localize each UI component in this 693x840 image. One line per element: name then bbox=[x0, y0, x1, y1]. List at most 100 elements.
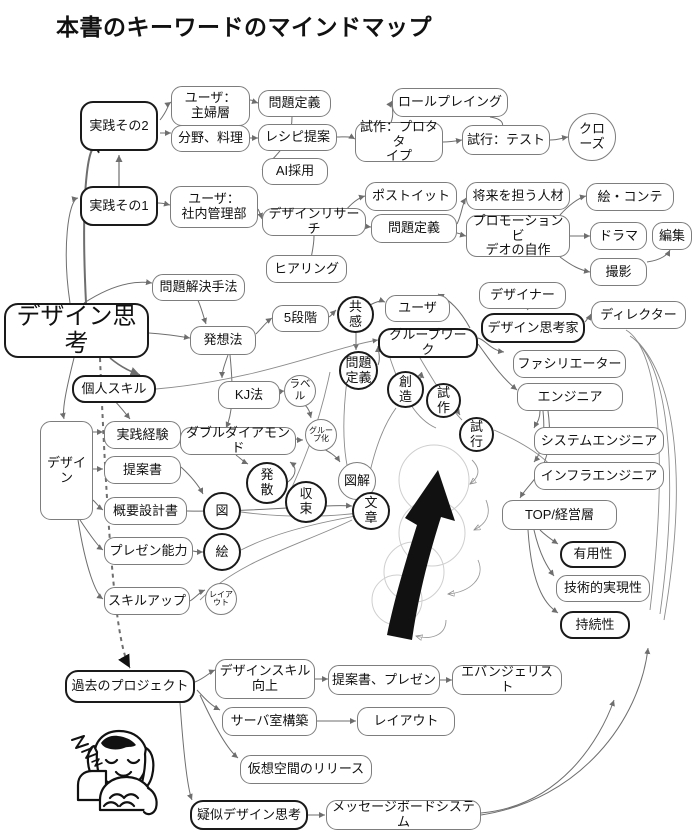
node-exp[interactable]: 実践経験 bbox=[104, 421, 181, 449]
node-five_stage[interactable]: 5段階 bbox=[272, 305, 329, 332]
node-label: 図解 bbox=[343, 472, 370, 488]
node-facilitator[interactable]: ファシリエーター bbox=[513, 350, 626, 378]
node-grouping[interactable]: グルー プ化 bbox=[305, 419, 337, 451]
node-useful[interactable]: 有用性 bbox=[560, 541, 626, 568]
node-bunsho[interactable]: 文 章 bbox=[352, 492, 390, 530]
node-edit[interactable]: 編集 bbox=[652, 222, 692, 250]
node-prop_pres[interactable]: 提案書、プレゼン bbox=[328, 665, 440, 695]
node-label: グループワーク bbox=[389, 327, 467, 357]
node-test[interactable]: 試行：テスト bbox=[462, 125, 550, 155]
node-ai[interactable]: AI採用 bbox=[262, 158, 328, 185]
node-label: 絵・コンテ bbox=[597, 188, 663, 204]
node-practice1[interactable]: 実践その1 bbox=[80, 186, 158, 226]
page-title: 本書のキーワードのマインドマップ bbox=[56, 14, 432, 40]
node-practice2[interactable]: 実践その2 bbox=[80, 101, 158, 151]
node-prob_def_c[interactable]: 問題 定義 bbox=[339, 351, 378, 390]
node-user_house[interactable]: ユーザ： 主婦層 bbox=[171, 86, 250, 126]
node-label: 図 bbox=[215, 502, 229, 518]
node-engineer[interactable]: エンジニア bbox=[517, 383, 623, 411]
node-label: 有用性 bbox=[573, 546, 613, 562]
node-close[interactable]: クロ ーズ bbox=[568, 113, 616, 161]
node-design_grp[interactable]: デザイン bbox=[40, 421, 93, 520]
node-label: ユーザ： 社内管理部 bbox=[181, 191, 247, 221]
node-label: 実践その1 bbox=[89, 197, 149, 213]
node-hearing[interactable]: ヒアリング bbox=[266, 255, 347, 283]
node-promo[interactable]: プロモーションビ デオの自作 bbox=[466, 213, 570, 257]
node-skillup[interactable]: スキルアップ bbox=[104, 587, 190, 615]
node-zu[interactable]: 図 bbox=[203, 492, 241, 530]
node-prob_def_a[interactable]: 問題定義 bbox=[258, 90, 331, 117]
node-label: 将来を担う人材 bbox=[472, 187, 564, 203]
node-kj[interactable]: KJ法 bbox=[218, 381, 280, 409]
node-infra_eng[interactable]: インフラエンジニア bbox=[534, 462, 664, 490]
node-designer[interactable]: デザイナー bbox=[479, 282, 566, 309]
node-dskill_up[interactable]: デザインスキル 向上 bbox=[215, 659, 315, 699]
node-label: ドラマ bbox=[598, 227, 638, 243]
node-drama[interactable]: ドラマ bbox=[590, 222, 647, 250]
node-label: ダブルダイアモンド bbox=[185, 425, 290, 455]
node-label: ユーザ： 主婦層 bbox=[184, 90, 237, 120]
node-label: 試作：プロタタ イプ bbox=[359, 119, 438, 164]
node-field_cook[interactable]: 分野、料理 bbox=[171, 125, 250, 152]
node-spec[interactable]: 概要設計書 bbox=[104, 497, 187, 525]
node-e[interactable]: 絵 bbox=[203, 533, 241, 571]
node-conte[interactable]: 絵・コンテ bbox=[586, 183, 674, 211]
node-dthinker[interactable]: デザイン思考家 bbox=[481, 313, 585, 343]
node-virtual[interactable]: 仮想空間のリリース bbox=[240, 755, 372, 784]
node-shooting[interactable]: 撮影 bbox=[590, 258, 647, 286]
node-empathy[interactable]: 共 感 bbox=[337, 296, 374, 333]
node-root[interactable]: デザイン思考 bbox=[4, 303, 149, 358]
node-label: 試 作 bbox=[436, 384, 450, 415]
node-dresearch[interactable]: デザインリサーチ bbox=[262, 206, 366, 236]
node-past_proj[interactable]: 過去のプロジェクト bbox=[65, 670, 195, 703]
node-prob_solve[interactable]: 問題解決手法 bbox=[152, 274, 245, 301]
node-label: 問題定義 bbox=[268, 95, 321, 111]
node-sustain[interactable]: 持続性 bbox=[560, 611, 630, 639]
node-layout_c[interactable]: レイア ウト bbox=[205, 583, 237, 615]
node-prototype[interactable]: 試作：プロタタ イプ bbox=[355, 119, 443, 164]
node-dbl_diamond[interactable]: ダブルダイアモンド bbox=[180, 425, 296, 455]
node-pseudo_dt[interactable]: 疑似デザイン思考 bbox=[190, 800, 308, 830]
node-prob_def_b[interactable]: 問題定義 bbox=[371, 214, 457, 243]
node-layout_n[interactable]: レイアウト bbox=[357, 707, 455, 736]
node-evangelist[interactable]: エバンジェリスト bbox=[452, 665, 562, 695]
node-label: サーバ室構築 bbox=[230, 713, 309, 729]
node-director[interactable]: ディレクター bbox=[591, 301, 686, 329]
node-diverge[interactable]: 発 散 bbox=[246, 462, 288, 504]
node-label: ファシリエーター bbox=[517, 355, 622, 371]
node-converge[interactable]: 収 束 bbox=[285, 481, 327, 523]
node-proposal[interactable]: 提案書 bbox=[104, 456, 181, 484]
node-roleplay[interactable]: ロールプレイング bbox=[392, 88, 508, 117]
node-trial_make[interactable]: 試 作 bbox=[426, 383, 461, 418]
node-label: 文 章 bbox=[364, 495, 378, 525]
node-label: デザインリサーチ bbox=[268, 206, 360, 236]
node-label: 個人スキル bbox=[81, 380, 147, 396]
node-server_room[interactable]: サーバ室構築 bbox=[222, 707, 317, 736]
node-label: 分野、料理 bbox=[177, 130, 243, 146]
node-user_admin[interactable]: ユーザ： 社内管理部 bbox=[170, 186, 258, 228]
node-top_mgmt[interactable]: TOP/経営層 bbox=[502, 500, 617, 530]
node-label: インフラエンジニア bbox=[540, 467, 658, 483]
node-label: デザイナー bbox=[490, 287, 555, 303]
node-label: 実践その2 bbox=[89, 117, 149, 133]
node-ideation[interactable]: 発想法 bbox=[190, 326, 256, 355]
node-label_n[interactable]: ラベ ル bbox=[284, 375, 316, 407]
node-label: AI採用 bbox=[275, 163, 315, 179]
node-label: メッセージボードシステム bbox=[332, 799, 475, 829]
node-create[interactable]: 創 造 bbox=[387, 371, 424, 408]
node-label: 試行：テスト bbox=[466, 131, 545, 147]
node-label: レイア ウト bbox=[209, 589, 233, 607]
node-groupwork[interactable]: グループワーク bbox=[378, 328, 478, 358]
node-recipe[interactable]: レシピ提案 bbox=[258, 124, 337, 151]
node-label: ディレクター bbox=[600, 306, 677, 322]
node-label: ユーザ bbox=[398, 300, 437, 316]
node-feasible[interactable]: 技術的実現性 bbox=[556, 575, 650, 602]
node-presen[interactable]: プレゼン能力 bbox=[104, 537, 193, 565]
node-pers_skill[interactable]: 個人スキル bbox=[72, 375, 156, 403]
node-msgboard[interactable]: メッセージボードシステム bbox=[326, 800, 481, 830]
node-trial_run[interactable]: 試 行 bbox=[459, 417, 494, 452]
node-user_c[interactable]: ユーザ bbox=[385, 295, 450, 322]
node-sys_eng[interactable]: システムエンジニア bbox=[534, 427, 664, 455]
node-future_hr[interactable]: 将来を担う人材 bbox=[466, 182, 570, 210]
node-postit[interactable]: ポストイット bbox=[365, 182, 457, 211]
